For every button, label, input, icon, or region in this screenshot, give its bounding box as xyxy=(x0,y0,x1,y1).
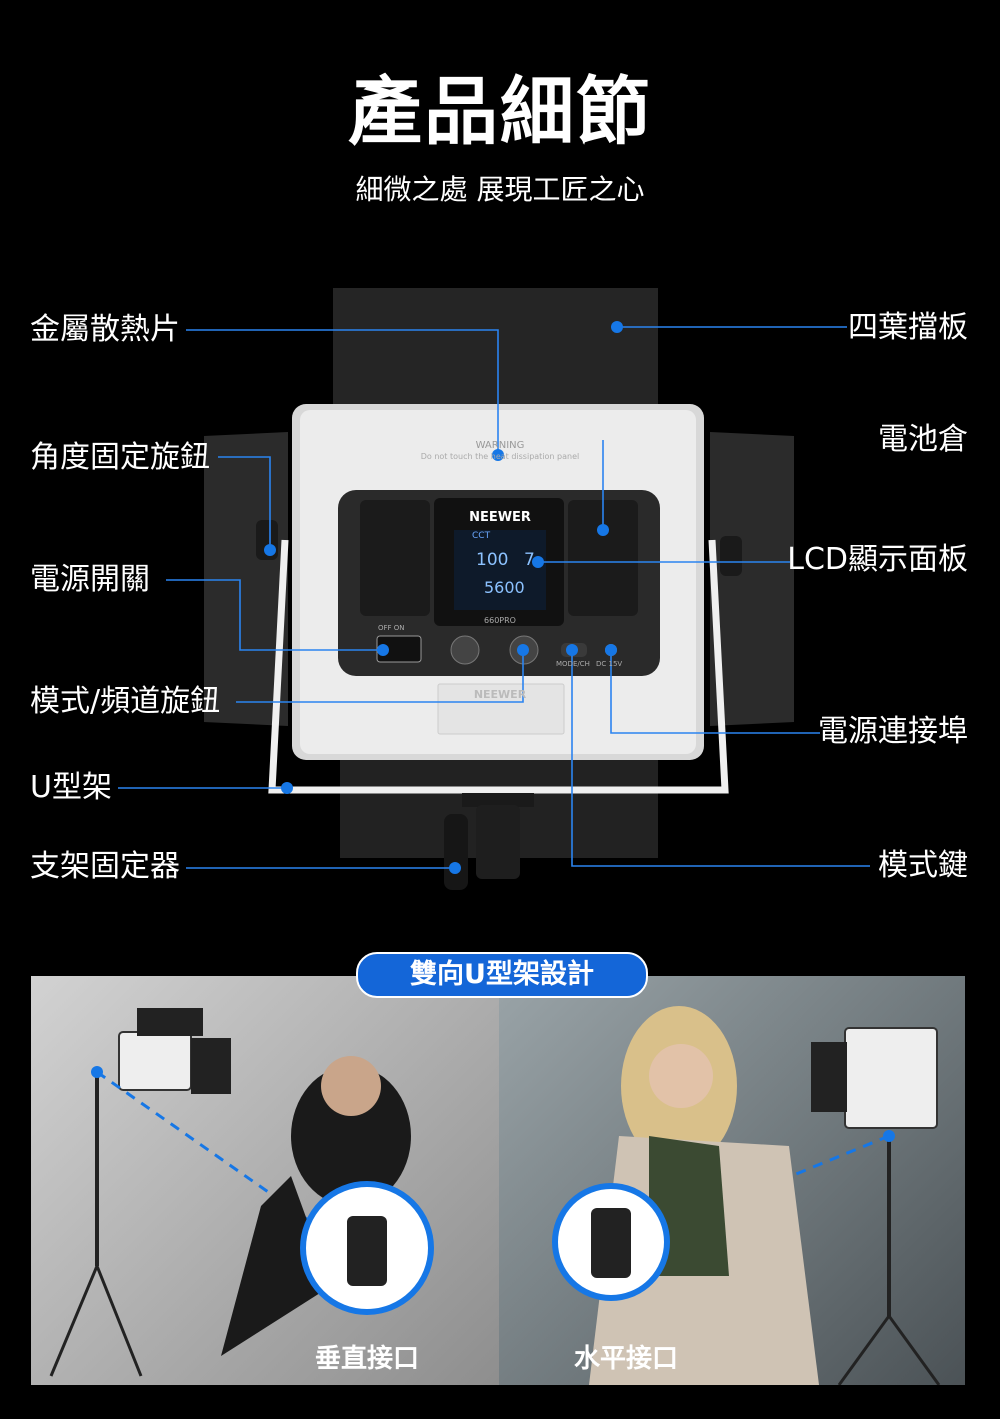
lcd-mode: CCT xyxy=(472,531,491,541)
lcd-screen xyxy=(454,530,546,610)
right-battery-slot xyxy=(568,500,638,616)
mount-knob xyxy=(444,814,468,890)
info-plate xyxy=(437,683,565,735)
brand-logo: NEEWER xyxy=(469,510,531,525)
horizontal-mount-photo: 水平接口 xyxy=(499,976,965,1385)
model-label: 660PRO xyxy=(484,616,516,625)
callout-mount: 支架固定器 xyxy=(30,849,180,884)
mount-top xyxy=(462,793,534,807)
lcd-temperature: 5600 xyxy=(484,578,525,597)
power-switch xyxy=(376,635,422,663)
lcd-brightness: 100 xyxy=(476,550,509,570)
callout-dots xyxy=(264,321,623,874)
section-pill: 雙向U型架設計 xyxy=(356,952,648,998)
vertical-mount-illustration xyxy=(49,1008,434,1377)
page-title: 產品細節 xyxy=(348,69,652,155)
left-barn-door xyxy=(204,432,288,726)
u-bracket xyxy=(268,539,729,794)
warning-text: Do not touch the heat dissipation panel xyxy=(420,452,580,461)
callout-battery-slot: 電池倉 xyxy=(878,422,968,457)
top-barn-door xyxy=(333,288,658,408)
vertical-mount-photo: 垂直接口 xyxy=(31,976,499,1385)
callout-mode-channel-knob: 模式/頻道旋鈕 xyxy=(30,684,221,719)
plate-brand: NEEWER xyxy=(473,688,527,701)
callout-barn-doors: 四葉擋板 xyxy=(848,310,968,345)
warning-title: WARNING xyxy=(475,440,525,451)
switch-labels: OFF ON xyxy=(378,624,405,632)
page-subtitle: 細微之處 展現工匠之心 xyxy=(355,173,645,206)
product-diagram xyxy=(118,288,870,890)
callout-power-switch: 電源開關 xyxy=(30,562,150,597)
left-battery-slot xyxy=(360,500,430,616)
callout-power-port: 電源連接埠 xyxy=(818,714,968,749)
mode-key-label: MODE/CH xyxy=(556,660,590,668)
callout-angle-knob: 角度固定旋鈕 xyxy=(30,440,210,475)
leader-lines xyxy=(118,326,870,869)
mount-body xyxy=(476,805,520,879)
horizontal-mount-label: 水平接口 xyxy=(574,1344,679,1374)
right-barn-door xyxy=(710,432,794,726)
lcd-channel: 7 xyxy=(524,550,535,570)
brightness-knob xyxy=(450,635,480,665)
callout-mode-key: 模式鍵 xyxy=(878,848,968,883)
callout-heat-sink: 金屬散熱片 xyxy=(30,312,180,347)
dc-label: DC 15V xyxy=(596,660,623,668)
callout-lcd-panel: LCD顯示面板 xyxy=(787,542,968,577)
horizontal-mount-illustration xyxy=(552,1006,941,1385)
callout-u-bracket: U型架 xyxy=(30,770,112,805)
right-angle-knob xyxy=(720,536,742,576)
vertical-mount-label: 垂直接口 xyxy=(315,1344,420,1374)
